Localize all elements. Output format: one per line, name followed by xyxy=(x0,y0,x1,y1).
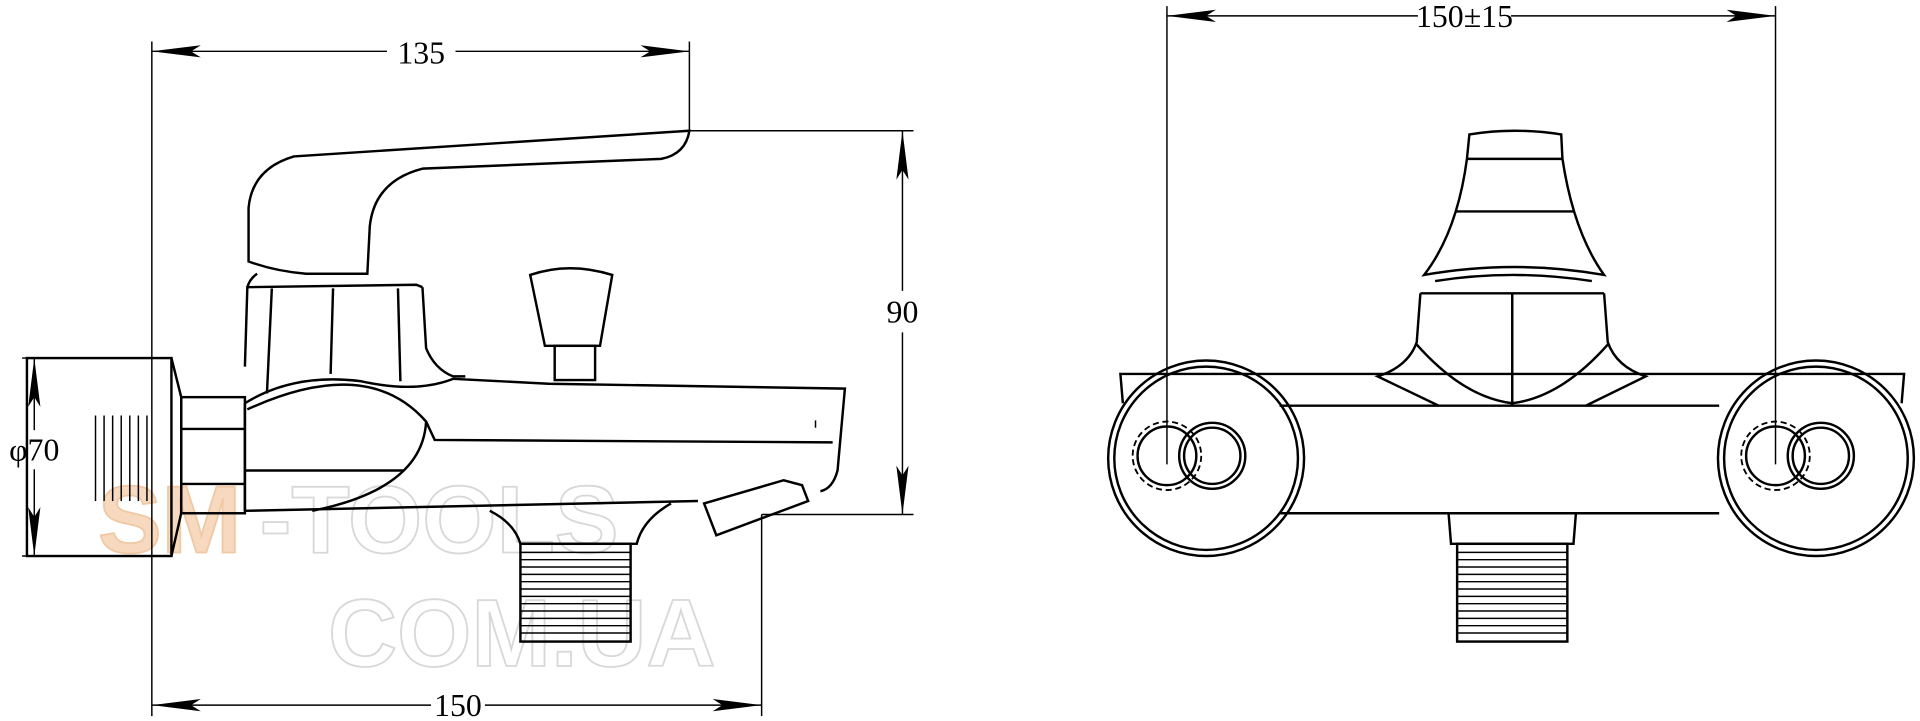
spout-diverter xyxy=(702,478,810,537)
cartridge-collar xyxy=(243,283,466,394)
center-body xyxy=(1374,292,1649,407)
dimension-90: 90 xyxy=(887,130,919,515)
dimension-135: 135 xyxy=(151,36,690,71)
watermark-tools: -TOOLS xyxy=(260,467,619,573)
body-spout xyxy=(243,377,847,513)
lever-neck xyxy=(246,272,258,288)
watermark: SM -TOOLS COM.UA xyxy=(97,467,716,688)
dimension-150-15: 150±15 xyxy=(1166,0,1776,34)
lever-handle xyxy=(247,129,691,275)
right-wall-flange xyxy=(1716,359,1916,558)
diverter-knob xyxy=(528,267,614,382)
dimension-phi70: φ70 xyxy=(9,358,59,557)
front-outlet-thread xyxy=(1447,513,1578,643)
front-view: 150±15 xyxy=(1106,0,1916,643)
watermark-domain: COM.UA xyxy=(328,581,715,687)
outlet-thread xyxy=(489,502,672,643)
dimension-label: 150 xyxy=(434,688,482,721)
dimension-label: 90 xyxy=(887,295,919,330)
cone-handle xyxy=(1421,129,1607,283)
dimension-150: 150 xyxy=(151,688,762,721)
dimension-label: 135 xyxy=(397,36,445,71)
side-view: 135 90 φ70 150 xyxy=(9,36,918,721)
dimension-label: φ70 xyxy=(9,433,59,468)
left-wall-flange xyxy=(1106,359,1306,558)
dimension-label: 150±15 xyxy=(1416,0,1513,34)
